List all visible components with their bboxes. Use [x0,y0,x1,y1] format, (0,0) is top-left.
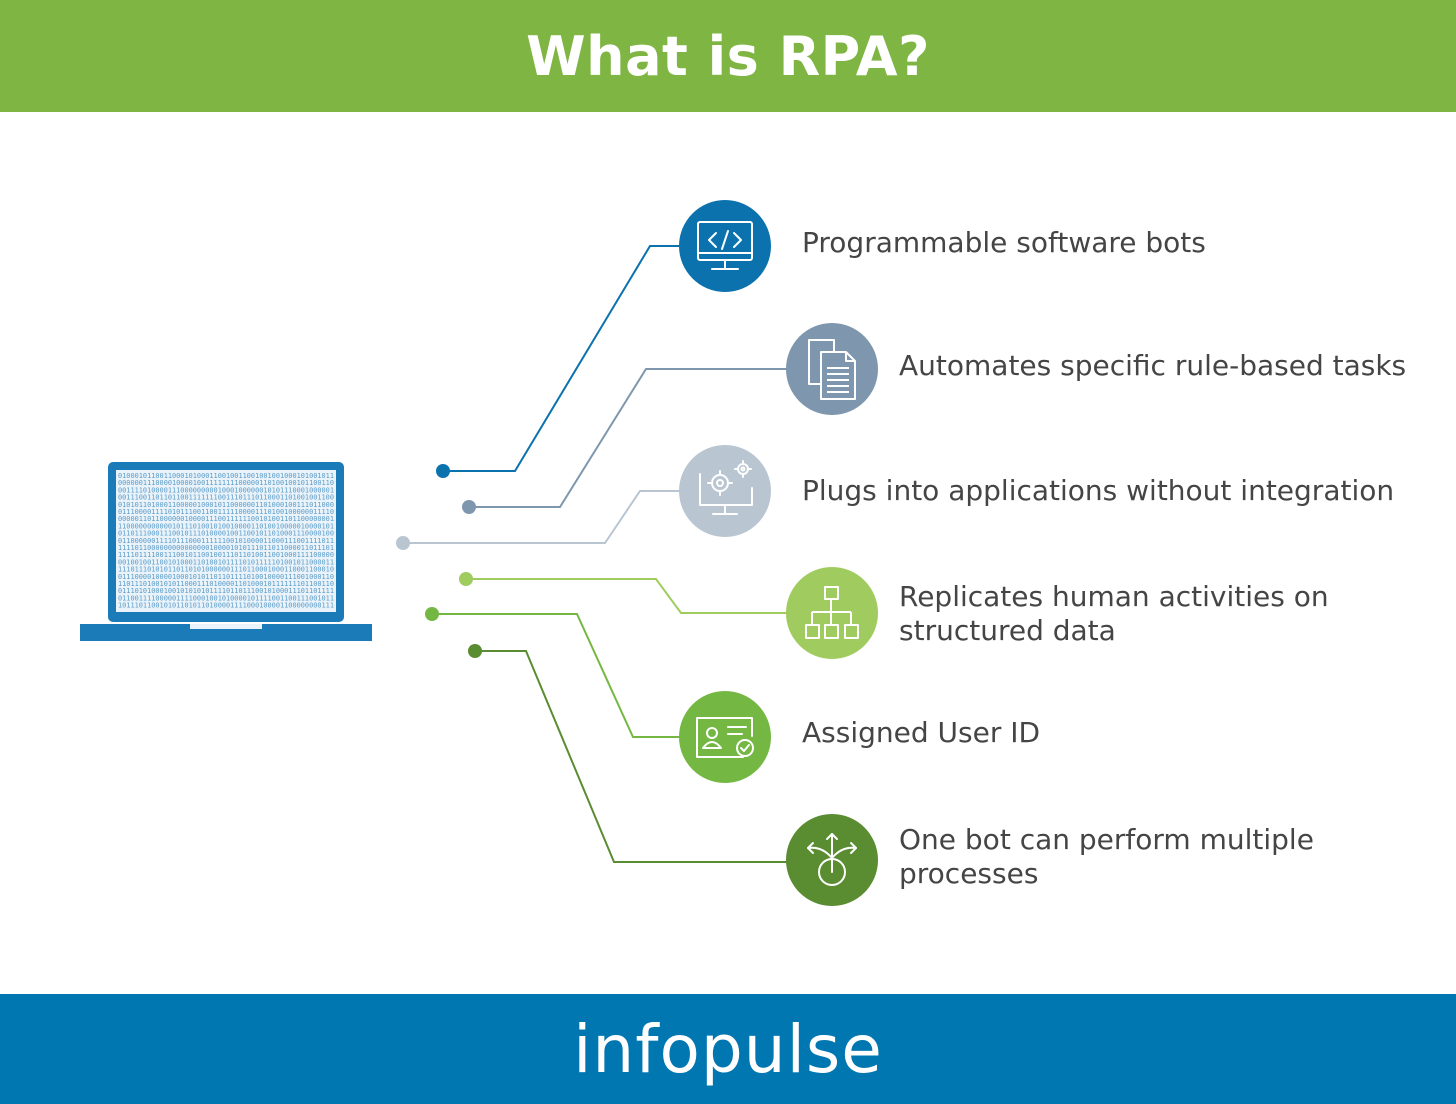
laptop-icon: 0100010110011000101000110010011001001001… [80,462,372,641]
svg-text:011011100011100101110100001001: 0110111000111001011101000010011001011010… [118,530,334,538]
connector-2 [469,368,787,508]
svg-text:011100001000010001010110110111: 0111000010000100010101101101111010010000… [118,573,334,581]
monitor-gears-icon [679,445,771,537]
connector-dot-4 [459,572,473,586]
svg-text:001110011011011001111111001110: 0011100110110110011111110011101110110001… [118,494,334,502]
svg-text:001111010000111000000000100010: 0011110100001110000000001000100000010101… [118,486,334,494]
item-label-4: Replicates human activities on structure… [899,580,1329,648]
diagram: 0100010110011000101000110010011001001001… [80,200,878,906]
svg-text:010101101000110000010001011000: 0101011010001100000100010110000001101000… [118,501,334,509]
item-label-6: One bot can perform multiple processes [899,823,1314,891]
item-label-2: Automates specific rule-based tasks [899,349,1407,382]
header-banner: What is RPA? [0,0,1456,112]
brand-logo: infopulse [573,1010,883,1088]
page-title: What is RPA? [526,24,930,88]
svg-text:110000000000010111010010100100: 1100000000000101110100101001000011010010… [118,522,334,530]
item-label-6-line1: One bot can perform multiple [899,823,1314,856]
connector-3 [403,490,680,544]
item-label-5: Assigned User ID [802,716,1041,749]
svg-text:000000111000010000100111111110: 0000001110000100001001111111100000110100… [118,479,334,487]
svg-text:011000000111101110001111110010: 0110000001111011100011111100101000011000… [118,537,334,545]
connector-dot-5 [425,607,439,621]
branching-arrows-icon [786,814,878,906]
connector-dot-6 [468,644,482,658]
svg-text:110111010010101100011101000011: 1101110100101011000111010000110100010111… [118,580,334,588]
item-label-6-line2: processes [899,857,1039,890]
connector-dot-3 [396,536,410,550]
connector-dot-1 [436,464,450,478]
svg-text:101110110010101101011010000111: 1011101100101011010110100001111000100001… [118,602,334,610]
svg-text:011101010001001010101011110110: 0111010100010010101010111101101110010100… [118,587,334,595]
svg-text:011001111000001111000100101000: 0110011110000011110001001010000101111001… [118,594,334,602]
svg-text:010001011001100010100011001001: 0100010110011000101000110010011001001001… [118,472,334,480]
svg-text:000001101100000010000111001111: 0000011011000000100001110011111100101001… [118,515,334,523]
svg-text:111101100000000000000010000101: 1111011000000000000000100001010111011011… [118,544,334,552]
monitor-code-icon [679,200,771,292]
item-label-4-line2: structured data [899,614,1116,647]
item-label-4-line1: Replicates human activities on [899,580,1329,613]
connector-1 [443,245,680,472]
connector-6 [475,650,787,863]
item-label-1: Programmable software bots [802,226,1206,259]
svg-text:001001001100101000110100101111: 0010010011001010001101001011110101111101… [118,558,334,566]
item-label-3: Plugs into applications without integrat… [802,474,1395,507]
hierarchy-icon [786,567,878,659]
id-card-icon [679,691,771,783]
svg-text:111011101010110110101000000111: 1110111010101101101010000001110110001000… [118,566,334,574]
connector-dot-2 [462,500,476,514]
documents-icon [786,323,878,415]
svg-text:011100001111010111001100111110: 0111000011110101110011001111100001110100… [118,508,334,516]
svg-text:111101111001110010110010011101: 1111011110011100101100100111011010011001… [118,551,334,559]
connector-4 [466,578,787,614]
connector-5 [432,613,680,738]
footer-banner: infopulse [0,994,1456,1104]
